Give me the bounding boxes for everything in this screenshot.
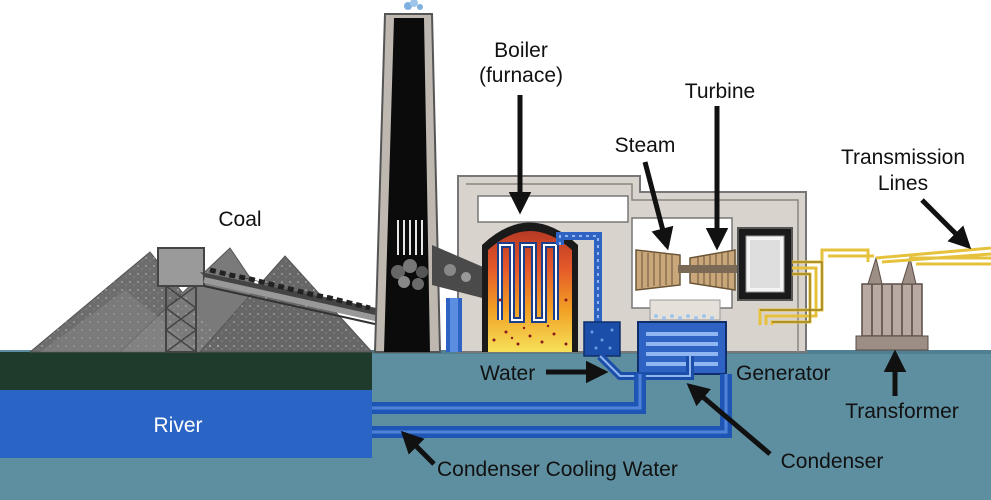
transmission-lines — [875, 246, 991, 266]
label-coal: Coal — [218, 208, 261, 231]
label-boiler: Boiler — [494, 39, 548, 62]
cooling-water-arrow — [400, 430, 436, 466]
label-condenser: Condenser — [781, 450, 884, 473]
transformer — [855, 256, 929, 351]
label-water: Water — [480, 362, 535, 385]
river-band — [0, 390, 372, 458]
conveyor-belt — [200, 267, 386, 327]
label-river: River — [153, 414, 202, 437]
label-steam: Steam — [615, 134, 676, 157]
label-generator: Generator — [736, 362, 831, 385]
grass-strip — [0, 352, 372, 390]
conveyor-tower — [157, 247, 205, 353]
transmission-arrow — [920, 198, 972, 250]
label-transmission-lines: Lines — [878, 172, 928, 195]
label-transformer: Transformer — [845, 400, 959, 423]
label-turbine: Turbine — [685, 80, 755, 103]
coal-lump — [444, 264, 456, 276]
steam-bubbles — [654, 314, 714, 320]
coal-chute — [432, 245, 490, 300]
turbine — [635, 249, 742, 291]
steam-arrow — [642, 161, 674, 251]
condenser — [583, 321, 727, 375]
label-boiler-furnace: (furnace) — [479, 64, 563, 87]
boiler-furnace — [482, 222, 578, 352]
label-transmission: Transmission — [841, 146, 965, 169]
power-lines-outline — [760, 261, 823, 323]
condensate-tank — [649, 299, 721, 321]
feed-water-pipe-inner — [450, 298, 458, 352]
label-condenser-cooling-water: Condenser Cooling Water — [437, 458, 678, 481]
chimney — [373, 0, 442, 353]
generator — [737, 227, 793, 301]
condenser-arrow — [686, 383, 772, 456]
coal-lump — [461, 272, 471, 282]
